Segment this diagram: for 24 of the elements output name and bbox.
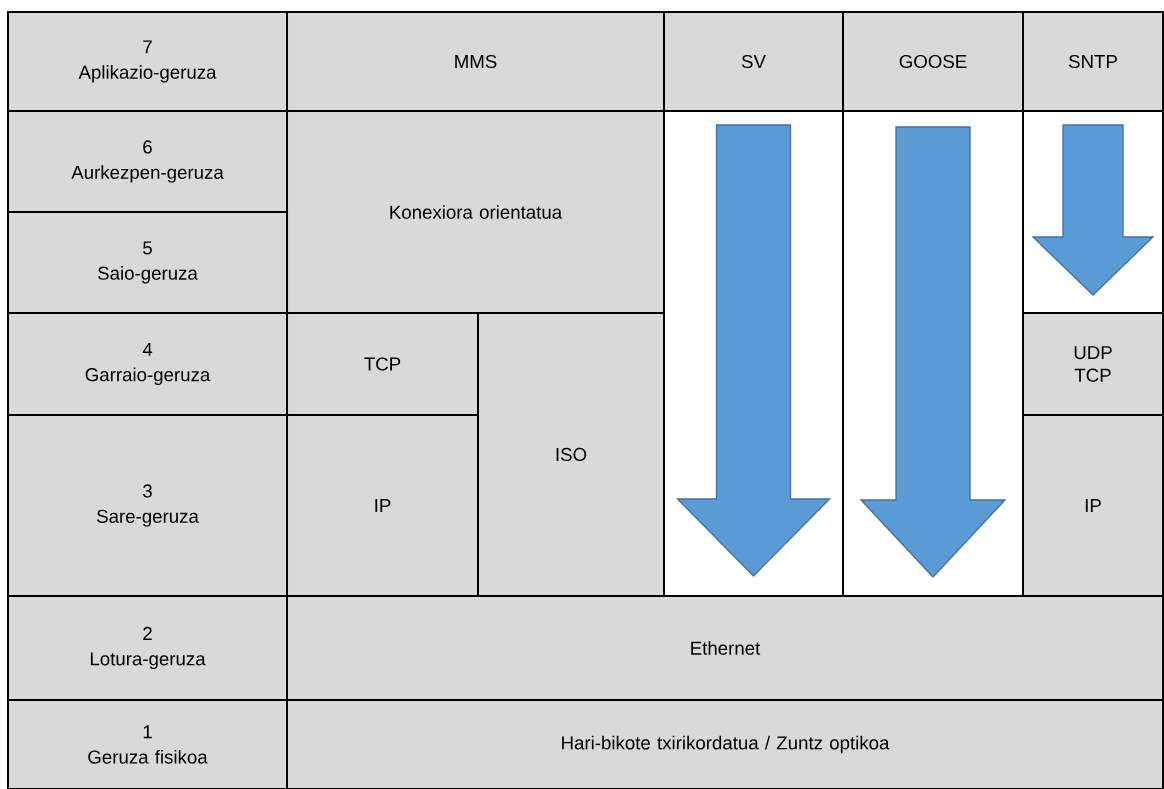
node-label: Hari-bikote txirikordatua / Zuntz optikoa	[562, 735, 890, 754]
protocol-cell: UDP TCP	[1022, 312, 1164, 416]
block-arrow	[859, 126, 1007, 578]
protocol-cell: IP	[286, 414, 479, 597]
node-label: Geruza fisikoa	[88, 749, 208, 764]
node-label: SNTP	[1068, 54, 1117, 69]
layer-cell: 6 Aurkezpen-geruza	[7, 110, 288, 213]
node-label: UDP TCP	[1074, 346, 1112, 382]
protocol-cell: GOOSE	[842, 11, 1024, 112]
layer-cell: 1 Geruza fisikoa	[7, 699, 288, 789]
protocol-cell: TCP	[286, 312, 479, 416]
layer-cell: 2 Lotura-geruza	[7, 595, 288, 701]
layer-cell: 5 Saio-geruza	[7, 211, 288, 314]
protocol-cell: IP	[1022, 414, 1164, 597]
layer-cell: 4 Garraio-geruza	[7, 312, 288, 416]
layer-cell: 3 Sare-geruza	[7, 414, 288, 597]
node-label: 1	[143, 725, 152, 739]
layer-cell: 7 Aplikazio-geruza	[7, 11, 288, 112]
block-arrow	[675, 124, 832, 577]
block-arrow	[1031, 124, 1155, 296]
protocol-cell: SNTP	[1022, 11, 1164, 112]
protocol-cell: SV	[663, 11, 844, 112]
node-label: IP	[1085, 499, 1101, 512]
node-label: Ethernet	[691, 641, 761, 655]
